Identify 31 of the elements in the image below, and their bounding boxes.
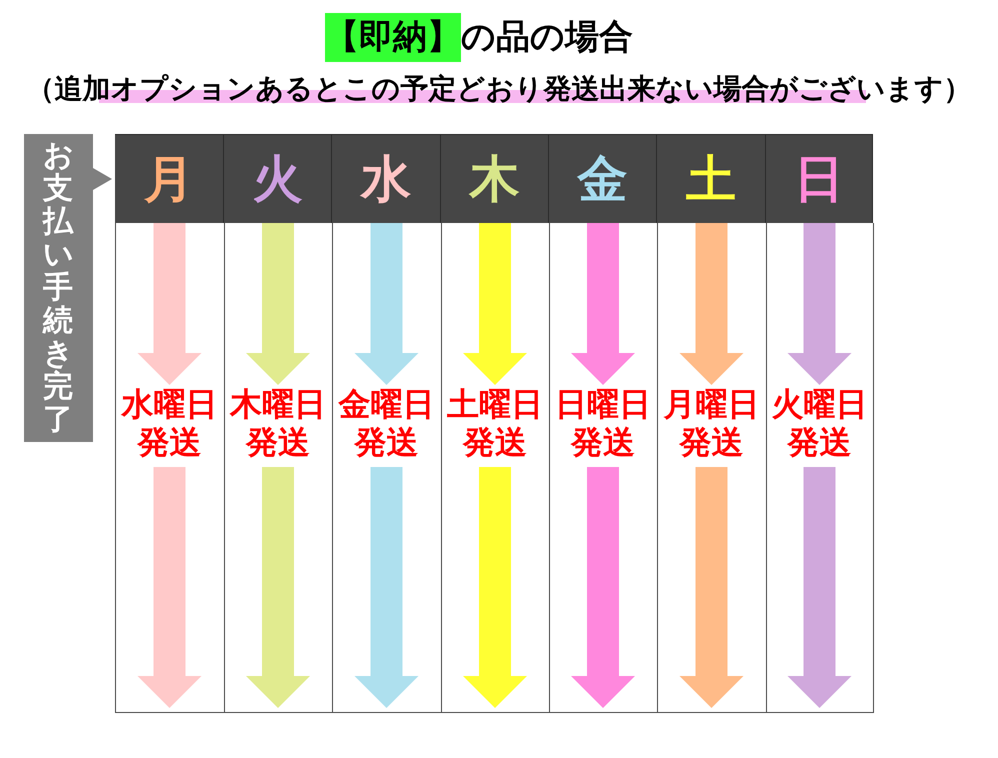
arrow <box>138 223 202 385</box>
shipping-day-label: 日曜日発送 <box>552 385 654 461</box>
arrow <box>571 467 635 708</box>
arrow <box>680 223 744 385</box>
arrow <box>354 467 418 708</box>
shipping-day-label: 土曜日発送 <box>444 385 546 461</box>
callout-label: お支払い手続き完了 <box>43 139 73 436</box>
day-header: 水 <box>332 134 441 223</box>
arrow <box>463 467 527 708</box>
arrow <box>354 223 418 385</box>
arrow <box>571 223 635 385</box>
arrow <box>680 467 744 708</box>
arrow <box>138 467 202 708</box>
day-header: 日 <box>766 134 873 223</box>
title: 【即納】の品の場合 <box>325 13 633 62</box>
day-header: 木 <box>441 134 549 223</box>
shipping-day-label: 水曜日発送 <box>118 385 220 461</box>
day-header: 土 <box>657 134 766 223</box>
arrow <box>246 223 310 385</box>
arrow <box>788 223 852 385</box>
shipping-day-label: 木曜日発送 <box>227 385 329 461</box>
arrow <box>463 223 527 385</box>
callout-box <box>24 134 113 442</box>
day-header: 月 <box>115 134 224 223</box>
shipping-day-label: 月曜日発送 <box>660 385 762 461</box>
arrow <box>788 467 852 708</box>
shipping-day-label: 火曜日発送 <box>768 385 870 461</box>
day-header: 金 <box>549 134 657 223</box>
shipping-day-label: 金曜日発送 <box>336 385 438 461</box>
day-header: 火 <box>224 134 332 223</box>
arrow <box>246 467 310 708</box>
